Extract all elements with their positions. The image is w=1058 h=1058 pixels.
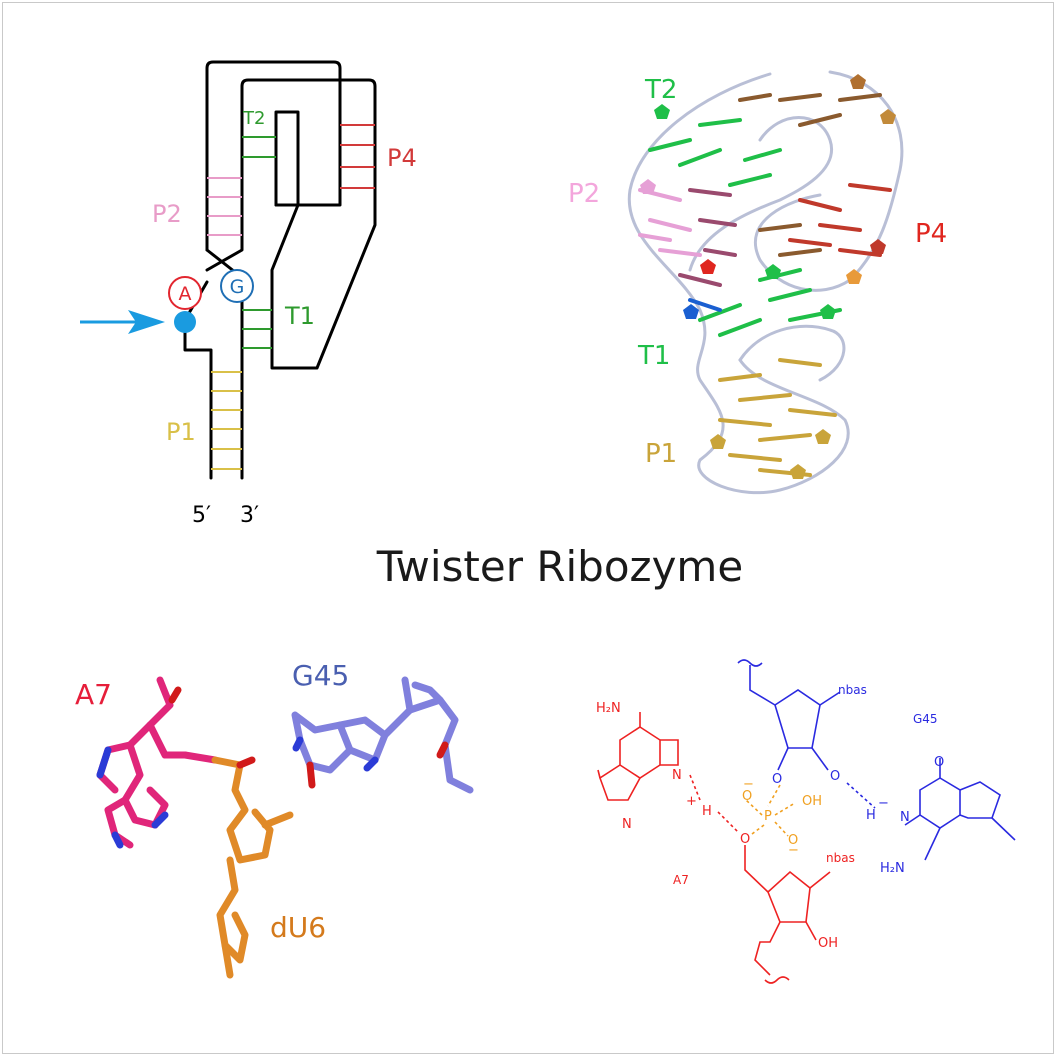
phosphate-minus2-text: − <box>788 843 799 858</box>
g45-carbonyl-text: O <box>934 755 944 770</box>
structure-label-t2: T2 <box>644 75 677 105</box>
nucleotide-a-circle <box>168 276 202 310</box>
tertiary-structure-3d: T2 P2 P4 T1 P1 <box>568 70 947 495</box>
figure-title: Twister Ribozyme <box>376 542 743 591</box>
phosphate-group <box>745 784 796 837</box>
active-site-label-du6: dU6 <box>270 911 326 944</box>
p1-pairs <box>211 371 242 470</box>
mechanism-diagram <box>597 659 1016 984</box>
g45-name-text: G45 <box>913 712 938 726</box>
a7-amine-text: H₂N <box>596 701 621 716</box>
schematic-label-t2: T2 <box>242 108 265 129</box>
strand-5prime <box>183 318 213 480</box>
a7-nh-text: N <box>622 817 632 832</box>
a7-nitrogens <box>96 746 169 849</box>
du6-sticks <box>211 756 294 979</box>
active-site-sticks <box>96 676 474 979</box>
g45-ribose <box>737 659 876 809</box>
phosphate-o-text: O <box>788 833 798 848</box>
a7-ribose <box>744 845 831 984</box>
a7-nbas-text: nbas <box>826 851 855 865</box>
strand-inner <box>240 78 377 370</box>
active-site-label-a7: A7 <box>75 678 112 711</box>
schematic-label-t1: T1 <box>284 302 315 330</box>
nucleotide-g-circle <box>220 269 254 303</box>
schematic-label-p4: P4 <box>387 144 417 172</box>
g45-h-text: H <box>866 808 876 823</box>
structure-label-p1: P1 <box>645 439 677 469</box>
g45-amine-text: H₂N <box>880 861 905 876</box>
backbone-ribbon <box>627 70 904 495</box>
t1-pairs <box>242 309 272 349</box>
structure-label-p2: P2 <box>568 179 600 209</box>
g45-sticks <box>291 676 474 794</box>
phosphate-p-text: P <box>764 809 772 824</box>
nucleotide-g-label: G <box>230 276 245 298</box>
a7-name-text: A7 <box>673 873 689 887</box>
a7-rings <box>597 712 739 833</box>
g45-o2-text: O <box>830 769 840 784</box>
g45-base <box>904 758 1016 861</box>
a7-plus-text: + <box>686 794 697 809</box>
g45-n1-text: N <box>900 810 910 825</box>
phosphate-o-minus-text: O <box>742 789 752 804</box>
five-prime-label: 5′ <box>192 503 211 528</box>
three-prime-label: 3′ <box>240 503 259 528</box>
structure-label-p4: P4 <box>915 219 947 249</box>
cleavage-arrow-icon <box>128 310 165 334</box>
active-site-label-g45: G45 <box>292 659 349 692</box>
cleavage-site-dot <box>174 311 196 333</box>
p4-pairs <box>340 124 375 189</box>
g45-o3-text: O <box>772 772 782 787</box>
sugars <box>640 74 896 479</box>
nucleotide-a-label: A <box>179 283 192 305</box>
a7-o-text: O <box>740 832 750 847</box>
a7-n-text: N <box>672 768 682 783</box>
phosphate-oh-text: OH <box>802 794 822 809</box>
p2-pairs <box>207 177 242 236</box>
structure-label-t1: T1 <box>637 341 670 371</box>
a7-h-text: H <box>702 804 712 819</box>
g45-nbas-text: nbas <box>838 683 867 697</box>
schematic-label-p2: P2 <box>152 200 182 228</box>
strand-outer <box>205 60 342 252</box>
g45-minus-text: − <box>878 796 889 811</box>
t2-pairs <box>242 136 276 158</box>
a7-oh-text: OH <box>818 936 838 951</box>
bases <box>638 93 892 477</box>
schematic-label-p1: P1 <box>166 418 196 446</box>
phosphate-minus-text: − <box>743 777 754 792</box>
